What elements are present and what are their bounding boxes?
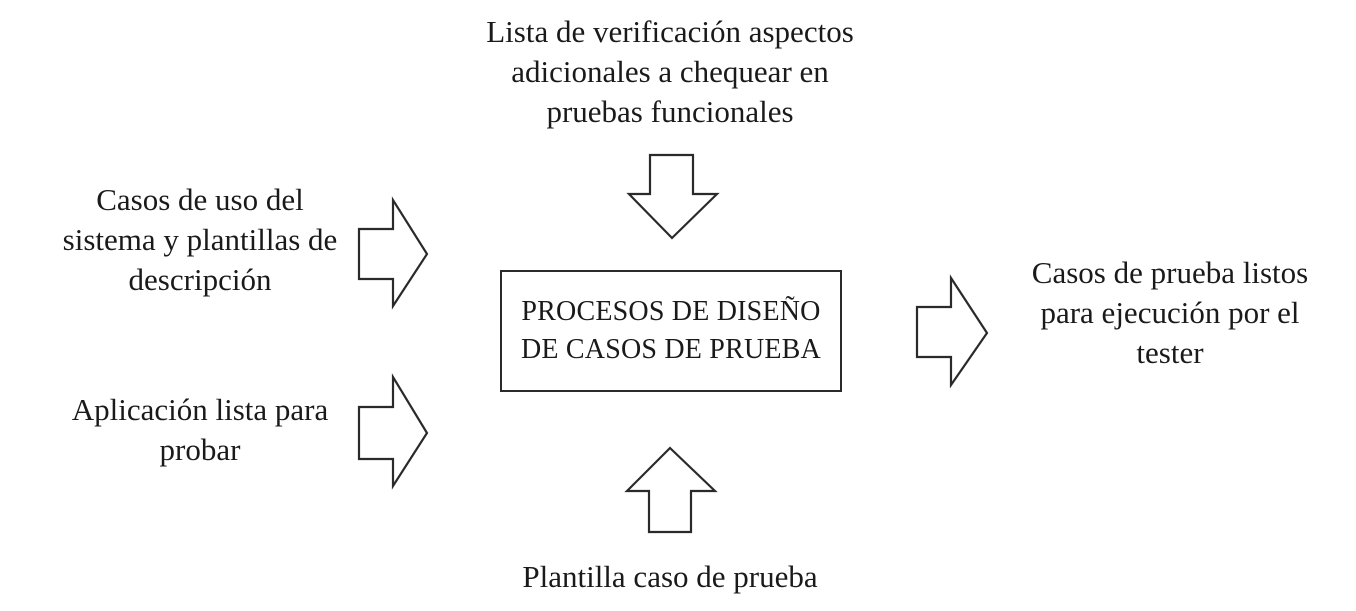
input-label-template: Plantilla caso de prueba	[470, 557, 870, 597]
right-arrow-icon	[357, 196, 429, 310]
output-label-test-cases: Casos de prueba listos para ejecución po…	[1000, 253, 1340, 373]
right-arrow-icon	[915, 274, 989, 389]
down-arrow-icon	[626, 153, 720, 240]
input-label-use-cases: Casos de uso del sistema y plantillas de…	[40, 180, 360, 300]
label-line: Aplicación lista para	[71, 392, 329, 427]
input-label-checklist: Lista de verificación aspectos adicional…	[470, 12, 870, 132]
input-label-application: Aplicación lista para probar	[40, 390, 360, 470]
label-line: descripción	[128, 262, 272, 297]
label-line: tester	[1136, 335, 1204, 370]
process-title-line: DE CASOS DE PRUEBA	[521, 334, 821, 365]
label-line: para ejecución por el	[1040, 295, 1300, 330]
label-line: sistema y plantillas de	[62, 222, 338, 257]
right-arrow-icon	[357, 373, 429, 490]
label-line: Casos de uso del	[96, 182, 304, 217]
label-line: Lista de verificación aspectos	[486, 14, 854, 49]
label-line: pruebas funcionales	[546, 94, 794, 129]
process-title-line: PROCESOS DE DISEÑO	[521, 296, 821, 327]
process-box: PROCESOS DE DISEÑO DE CASOS DE PRUEBA	[500, 270, 842, 392]
up-arrow-icon	[624, 446, 718, 534]
label-line: Plantilla caso de prueba	[522, 559, 818, 594]
label-line: Casos de prueba listos	[1031, 255, 1309, 290]
label-line: adicionales a chequear en	[511, 54, 829, 89]
label-line: probar	[159, 432, 241, 467]
